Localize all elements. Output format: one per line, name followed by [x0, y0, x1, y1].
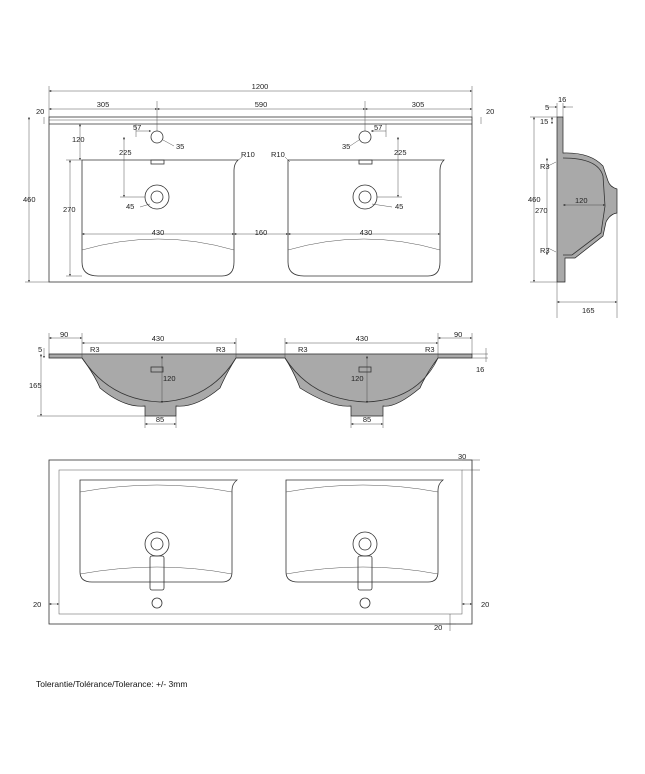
dim-cutout-left: 20	[33, 600, 41, 609]
dim-bowl-depth: 270	[63, 205, 76, 214]
dim-front-r-left-1: R3	[90, 345, 100, 354]
dim-drain-left: 45	[126, 202, 134, 211]
dim-tap-hole-right: 35	[342, 142, 350, 151]
drain-left	[144, 184, 170, 210]
top-view: 1200 305 590 305 20 20 57 57 35 35 120 2…	[23, 82, 494, 283]
dim-front-drain-depth-right: 120	[351, 374, 364, 383]
dim-cutout-right: 20	[481, 600, 489, 609]
dim-side-radius-top: R3	[540, 162, 550, 171]
dim-side-rim-depth: 15	[540, 117, 548, 126]
cutout-tap-hole-right	[359, 597, 371, 609]
dim-tap-offset-right: 305	[412, 100, 425, 109]
dim-bowl-width-left: 430	[152, 228, 165, 237]
front-overflow-right	[358, 366, 372, 373]
dim-cutout-bottom: 20	[434, 623, 442, 632]
drain-right	[352, 184, 378, 210]
dim-bowl-width-right: 430	[360, 228, 373, 237]
dim-front-edge-right: 90	[454, 330, 462, 339]
dim-front-rim: 5	[38, 345, 42, 354]
cutout-drain-left	[144, 531, 170, 591]
dim-overall-depth: 460	[23, 195, 36, 204]
dim-bowl-gap: 160	[255, 228, 268, 237]
dim-overall-width: 1200	[252, 82, 269, 91]
cutout-tap-hole-left	[151, 597, 163, 609]
cutout-basin-right	[285, 479, 445, 583]
dim-tap-small-right: 57	[374, 123, 382, 132]
dim-front-drain-depth-left: 120	[163, 374, 176, 383]
overflow-slot-left	[150, 159, 165, 165]
dim-radius-left: R10	[241, 150, 255, 159]
dim-side-rim: 5	[545, 103, 549, 112]
overflow-slot-right	[358, 159, 373, 165]
dim-cutout-top: 30	[458, 452, 466, 461]
cutout-basin-left	[79, 479, 239, 583]
dim-tap-small-left: 57	[133, 123, 141, 132]
dim-edge-left: 20	[36, 107, 44, 116]
dim-tap-hole-left: 35	[176, 142, 184, 151]
dim-front-outlet-right: 85	[363, 415, 371, 424]
tap-hole-left	[150, 130, 164, 144]
dim-edge-right: 20	[486, 107, 494, 116]
dim-drain-right: 45	[395, 202, 403, 211]
tap-hole-right	[358, 130, 372, 144]
basin-right-outline	[287, 159, 445, 277]
dim-front-r-right-1: R3	[298, 345, 308, 354]
cutout-drain-right	[352, 531, 378, 591]
dim-front-height: 165	[29, 381, 42, 390]
dim-tap-offset-left: 305	[97, 100, 110, 109]
front-view: 90 430 430 90 5 R3 R3 R3 R3 165 16 120 1…	[29, 330, 488, 428]
dim-tap-drain-left: 225	[119, 148, 132, 157]
dim-side-radius-bottom: R3	[540, 246, 550, 255]
dim-side-top-thickness: 16	[558, 95, 566, 104]
dim-front-r-right-2: R3	[425, 345, 435, 354]
dim-tap-spacing: 590	[255, 100, 268, 109]
dim-front-thickness: 16	[476, 365, 484, 374]
dim-side-bowl-depth: 270	[535, 206, 548, 215]
side-view: 16 5 15 R3 460 270 120 R3 165	[528, 95, 618, 318]
dim-side-drain-offset: 120	[575, 196, 588, 205]
dim-bowl-offset: 120	[72, 135, 85, 144]
tolerance-note: Tolerantie/Tolérance/Tolerance: +/- 3mm	[36, 679, 188, 689]
basin-left-outline	[81, 159, 239, 277]
dim-tap-drain-right: 225	[394, 148, 407, 157]
dim-front-bowl-left: 430	[152, 334, 165, 343]
dim-front-outlet-left: 85	[156, 415, 164, 424]
dim-front-bowl-right: 430	[356, 334, 369, 343]
dim-side-depth: 460	[528, 195, 541, 204]
dim-front-r-left-2: R3	[216, 345, 226, 354]
cutout-view: 30 20 20 20	[33, 452, 489, 632]
dim-radius-right: R10	[271, 150, 285, 159]
dim-front-edge-left: 90	[60, 330, 68, 339]
dim-side-total-height: 165	[582, 306, 595, 315]
